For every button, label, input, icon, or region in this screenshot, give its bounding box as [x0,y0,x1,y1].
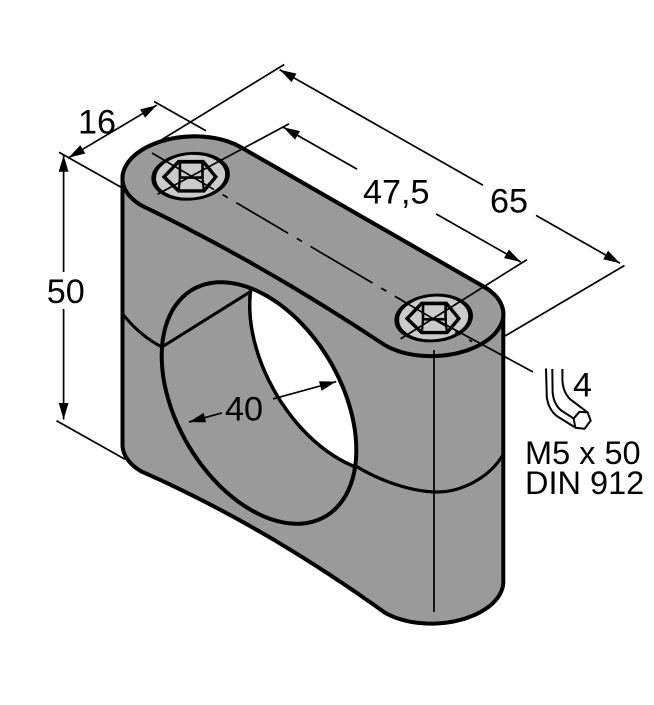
svg-text:16: 16 [78,104,116,142]
svg-text:47,5: 47,5 [363,173,430,211]
svg-text:50: 50 [47,273,85,311]
svg-text:M5 x 50: M5 x 50 [525,435,641,471]
svg-text:DIN 912: DIN 912 [525,465,644,501]
svg-text:65: 65 [490,182,528,220]
svg-text:40: 40 [225,391,263,429]
svg-text:4: 4 [573,367,592,405]
